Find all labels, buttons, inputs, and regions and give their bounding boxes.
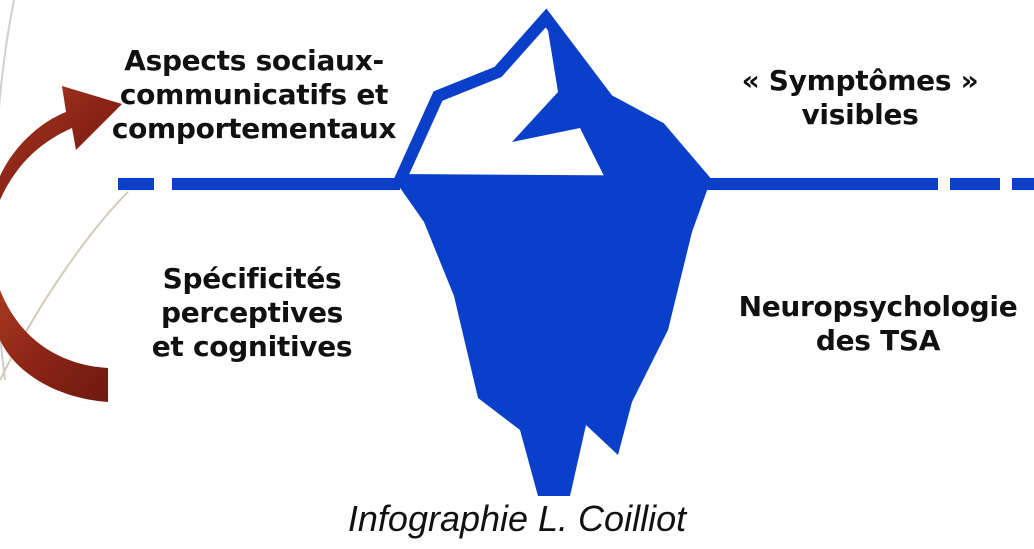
infographic-caption: Infographie L. Coilliot: [347, 498, 687, 539]
decorative-curve: [0, 0, 15, 381]
lower-right-label-line: des TSA: [815, 324, 941, 357]
lower-left-label-line: Spécificités: [162, 262, 342, 295]
lower-right-label: Neuropsychologie des TSA: [728, 290, 1028, 358]
upper-right-label-line: visibles: [801, 98, 919, 131]
upper-right-label: « Symptômes » visibles: [740, 64, 980, 132]
waterline: [118, 178, 1034, 190]
iceberg-icon: [396, 182, 710, 496]
upper-left-label: Aspects sociaux- communicatifs et compor…: [104, 44, 404, 146]
curved-arrow-tail: [0, 290, 108, 402]
lower-left-label: Spécificités perceptives et cognitives: [132, 262, 372, 364]
upper-left-label-line: comportementaux: [111, 112, 397, 145]
lower-left-label-line: perceptives: [160, 296, 344, 329]
iceberg-shadow-face: [512, 18, 706, 182]
upper-left-label-line: communicatifs et: [119, 78, 389, 111]
upper-right-label-line: « Symptômes »: [741, 64, 979, 97]
curved-arrow-icon: [0, 86, 122, 200]
upper-left-label-line: Aspects sociaux-: [124, 44, 384, 77]
lower-left-label-line: et cognitives: [151, 330, 353, 363]
lower-right-label-line: Neuropsychologie: [738, 290, 1018, 323]
